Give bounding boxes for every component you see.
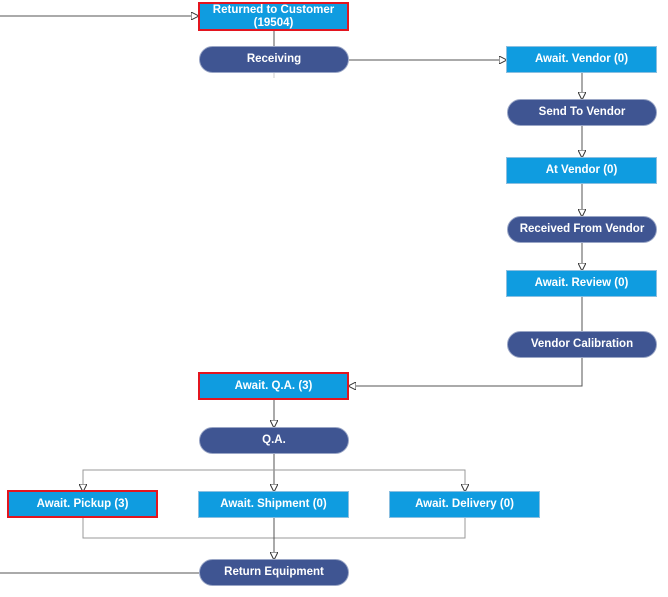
returned-to-customer-label: Returned to Customer [212,3,335,16]
await-pickup-label: Await. Pickup (3) [36,497,129,510]
returned-to-customer-count: (19504) [253,16,294,29]
node-qa[interactable]: Q.A. [199,427,349,454]
node-returned-to-customer[interactable]: Returned to Customer (19504) [198,2,349,31]
connector-merge-right [274,518,466,539]
send-to-vendor-label: Send To Vendor [538,106,626,118]
node-return-equipment[interactable]: Return Equipment [199,559,349,586]
node-await-qa[interactable]: Await. Q.A. (3) [198,372,349,400]
connector-merge-left [82,518,274,539]
await-shipment-label: Await. Shipment (0) [220,498,327,510]
node-await-review[interactable]: Await. Review (0) [506,270,657,297]
vendor-calibration-label: Vendor Calibration [530,338,634,350]
node-received-from-vendor[interactable]: Received From Vendor [507,216,657,243]
connector-branch-right [274,469,465,491]
received-from-vendor-label: Received From Vendor [519,223,645,235]
node-receiving[interactable]: Receiving [199,46,349,73]
node-await-delivery[interactable]: Await. Delivery (0) [389,491,540,518]
await-qa-label: Await. Q.A. (3) [234,379,313,392]
await-delivery-label: Await. Delivery (0) [415,498,514,510]
return-equipment-label: Return Equipment [224,566,324,578]
await-review-label: Await. Review (0) [534,277,629,289]
receiving-label: Receiving [246,53,302,65]
at-vendor-label: At Vendor (0) [545,164,618,176]
node-await-vendor[interactable]: Await. Vendor (0) [506,46,657,73]
await-vendor-label: Await. Vendor (0) [534,53,629,65]
connector-calibration-await-qa [349,358,583,386]
node-await-shipment[interactable]: Await. Shipment (0) [198,491,349,518]
node-await-pickup[interactable]: Await. Pickup (3) [7,490,158,518]
qa-label: Q.A. [262,434,286,446]
node-at-vendor[interactable]: At Vendor (0) [506,157,657,184]
node-send-to-vendor[interactable]: Send To Vendor [507,99,657,126]
connector-branch-left [83,469,274,491]
node-vendor-calibration[interactable]: Vendor Calibration [507,331,657,358]
